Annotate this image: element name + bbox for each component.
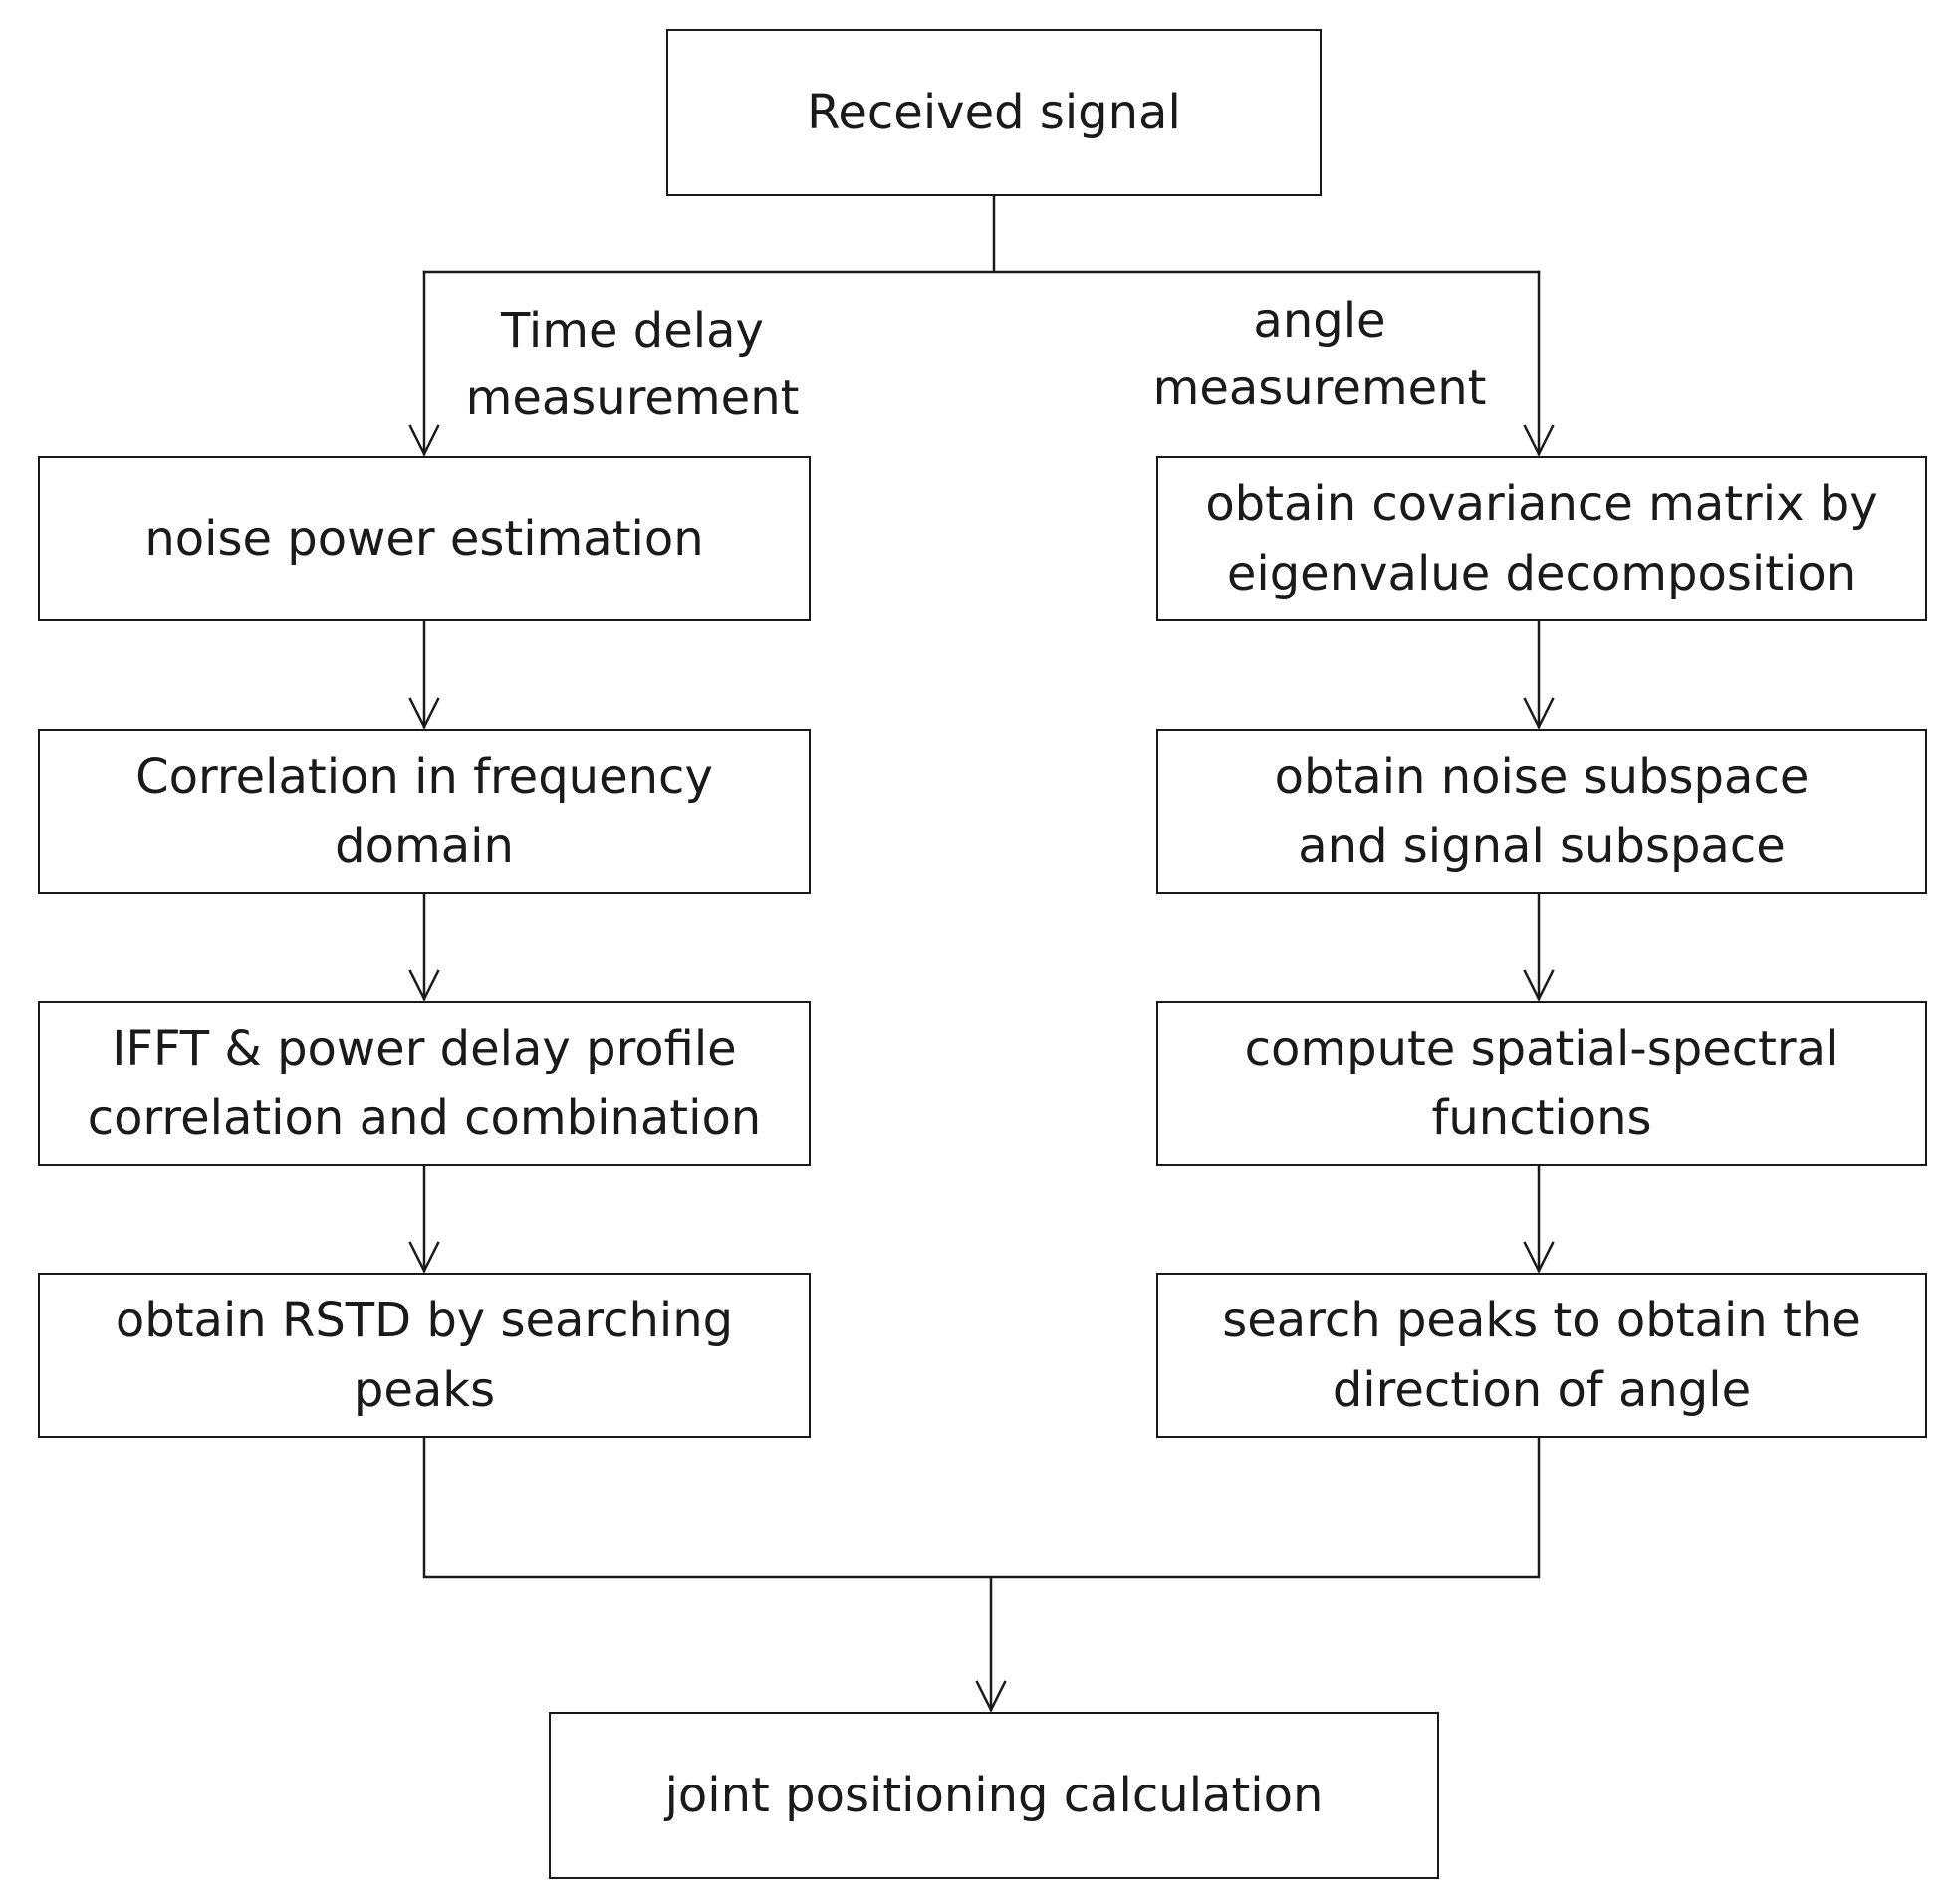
merge-connector (422, 1436, 1541, 1712)
received-signal-text: Received signal (807, 85, 1181, 140)
arrowhead-l1-l2 (408, 697, 440, 730)
received-signal-box: Received signal (666, 29, 1322, 196)
arrowhead-l3-l4 (408, 1241, 440, 1274)
step-text: noise power estimation (144, 511, 704, 567)
step-text: obtain RSTD by searching peaks (115, 1293, 734, 1418)
arrowhead-r1-r2 (1523, 697, 1555, 730)
joint-positioning-text: joint positioning calculation (664, 1768, 1324, 1823)
split-connector (422, 194, 1541, 274)
arrowhead-r3-r4 (1523, 1241, 1555, 1274)
step-noise-power-estimation: noise power estimation (38, 456, 811, 621)
arrowhead-l2-l3 (408, 969, 440, 1002)
arrowhead-left-entry (408, 424, 440, 457)
joint-positioning-box: joint positioning calculation (549, 1712, 1439, 1879)
step-obtain-rstd: obtain RSTD by searching peaks (38, 1273, 811, 1438)
arrowhead-merge (975, 1680, 1007, 1713)
arrowhead-r2-r3 (1523, 969, 1555, 1002)
arrowhead-right-entry (1523, 424, 1555, 457)
